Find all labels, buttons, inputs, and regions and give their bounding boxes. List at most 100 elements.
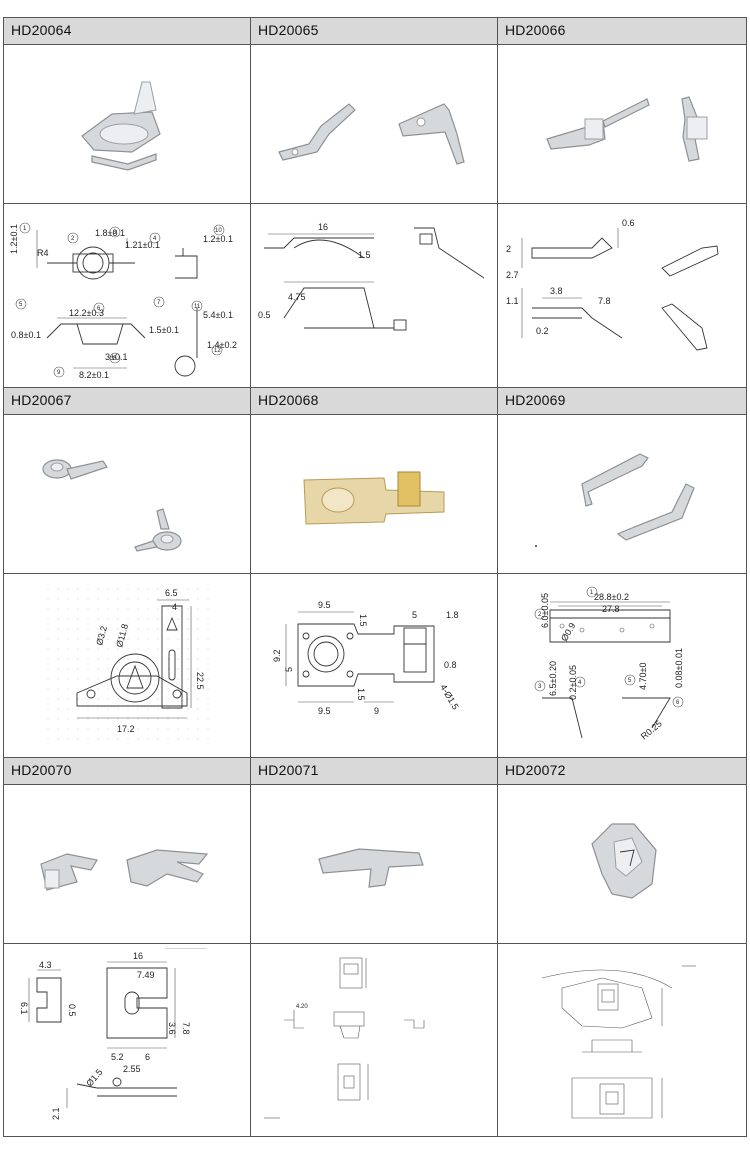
callout-number: 11 xyxy=(194,304,201,310)
technical-drawing: 4.20 xyxy=(264,957,425,1118)
contact-spring-photo xyxy=(278,103,465,165)
drawing-hd20069: 1 2 3 4 5 6 28.8±0.2 27.8 6.0±0.05 Ø0.9 … xyxy=(497,573,747,758)
gold-contact-plate-photo xyxy=(303,471,445,525)
product-code: HD20066 xyxy=(505,22,566,38)
dim-label: 4 xyxy=(172,602,177,612)
technical-drawing: 1.2±0.1 1.8±0.1 1.21±0.1 1.2±0.1 R4 12.2… xyxy=(9,222,237,380)
dim-label: 1.1 xyxy=(506,296,519,306)
callout-number: 5 xyxy=(19,302,23,308)
callout-number: 3 xyxy=(538,684,542,690)
dim-label: 4.3 xyxy=(39,960,52,970)
technical-drawing xyxy=(541,965,696,1118)
dim-label: Ø0.9 xyxy=(559,621,577,643)
dim-label: 6 xyxy=(145,1052,150,1062)
spring-clip-photo xyxy=(591,823,657,899)
dim-label: 5 xyxy=(284,667,294,672)
fork-contact-photo xyxy=(40,849,209,891)
dim-label: 9.2 xyxy=(272,649,282,662)
dim-label: 0.2±0.05 xyxy=(568,665,578,700)
product-photo-hd20071 xyxy=(250,784,498,944)
callout-number: 5 xyxy=(628,678,632,684)
dim-label: 1.2±0.1 xyxy=(9,224,19,254)
dim-label: 9 xyxy=(374,706,379,716)
product-code: HD20070 xyxy=(11,762,72,778)
callout-number: 2 xyxy=(538,612,542,618)
product-photo-hd20072 xyxy=(497,784,747,944)
callout-number: 7 xyxy=(157,300,161,306)
dim-label: 12.2±0.3 xyxy=(69,308,104,318)
technical-drawing: 1 2 3 4 5 6 28.8±0.2 27.8 6.0±0.05 Ø0.9 … xyxy=(534,586,684,742)
dim-label: 3±0.1 xyxy=(105,352,127,362)
dim-label: 3.6 xyxy=(167,1022,177,1035)
strip-contact-photo xyxy=(535,453,695,547)
product-photo-hd20070 xyxy=(3,784,251,944)
dim-label: 1.21±0.1 xyxy=(125,240,160,250)
callout-number: 4 xyxy=(578,680,582,686)
dim-label: 16 xyxy=(133,951,143,961)
dim-label: 3.8 xyxy=(550,286,563,296)
technical-drawing: 0.6 2 2.7 1.1 3.8 7.8 0.2 xyxy=(506,218,719,351)
dim-label: 6.5 xyxy=(165,588,178,598)
dim-label: 1.2±0.1 xyxy=(203,234,233,244)
clip-contact-photo xyxy=(318,848,424,888)
dim-label: 5.2 xyxy=(111,1052,124,1062)
dim-label: 4.75 xyxy=(288,292,306,302)
product-photo-hd20066 xyxy=(497,44,747,204)
technical-drawing: 6.5 4 Ø3.2 Ø11.8 22.5 17.2 xyxy=(47,588,217,748)
dim-label: 2.55 xyxy=(123,1064,141,1074)
dim-label: 16 xyxy=(318,222,328,232)
technical-drawing: 4.3 6.1 0.5 16 7.49 3.6 7.8 5.2 6 Ø1.5 2… xyxy=(19,947,207,1120)
dim-label: 2.7 xyxy=(506,270,519,280)
dim-label: 0.5 xyxy=(258,310,271,320)
dim-label: 1.5 xyxy=(356,688,366,701)
dim-label: 7.8 xyxy=(598,296,611,306)
product-code: HD20071 xyxy=(258,762,319,778)
product-code: HD20067 xyxy=(11,392,72,408)
dim-label: 5 xyxy=(412,610,417,620)
dim-label: 0.5 xyxy=(67,1004,77,1017)
technical-drawing: 16 0.5 1.5 4.75 xyxy=(258,222,485,331)
drawing-hd20064: 1.2±0.1 1.8±0.1 1.21±0.1 1.2±0.1 R4 12.2… xyxy=(3,203,251,388)
drawing-hd20065: 16 0.5 1.5 4.75 xyxy=(250,203,498,388)
dim-label: Ø1.5 xyxy=(84,1066,104,1087)
product-photo-hd20067 xyxy=(3,414,251,574)
product-header-hd20068: HD20068 xyxy=(250,387,498,415)
dim-label: 0.8 xyxy=(444,660,457,670)
dim-label: 2 xyxy=(506,244,511,254)
dim-label: 22.5 xyxy=(195,672,205,690)
callout-number: 6 xyxy=(676,700,680,706)
callout-number: 2 xyxy=(71,236,75,242)
dim-label: 1.4±0.2 xyxy=(207,340,237,350)
drawing-hd20071: 4.20 xyxy=(250,943,498,1137)
callout-number: 10 xyxy=(215,228,222,234)
dim-label: Ø3.2 xyxy=(94,625,109,646)
callout-number: 6 xyxy=(97,306,101,312)
product-photo-hd20068 xyxy=(250,414,498,574)
dim-label: 4.70±0 xyxy=(638,663,648,690)
product-header-hd20069: HD20069 xyxy=(497,387,747,415)
dim-label: 28.8±0.2 xyxy=(594,592,629,602)
dim-label: 9.5 xyxy=(318,706,331,716)
drawing-hd20072 xyxy=(497,943,747,1137)
button-contact-photo xyxy=(42,459,182,552)
dim-label: R0.25 xyxy=(639,718,664,741)
product-photo-hd20064 xyxy=(3,44,251,204)
product-header-hd20070: HD20070 xyxy=(3,757,251,785)
drawing-hd20067: 6.5 4 Ø3.2 Ø11.8 22.5 17.2 xyxy=(3,573,251,758)
contact-bracket-photo xyxy=(546,96,708,162)
dim-label: 6.5±0.20 xyxy=(548,661,558,696)
technical-drawing: 9.5 1.5 5 1.8 9.2 5 0.8 9.5 1.5 9 4-Ø1.5 xyxy=(272,600,461,716)
dim-label: 0.8±0.1 xyxy=(11,330,41,340)
callout-number: 12 xyxy=(214,348,221,354)
dim-label: 6.0±0.05 xyxy=(540,593,550,628)
product-photo-hd20069 xyxy=(497,414,747,574)
dim-label: 0.6 xyxy=(622,218,635,228)
dim-label: 1.5 xyxy=(358,614,368,627)
product-header-hd20065: HD20065 xyxy=(250,17,498,45)
dim-label: 0.08±0.01 xyxy=(674,648,684,688)
dim-label: 7.49 xyxy=(137,970,155,980)
drawing-hd20070: 4.3 6.1 0.5 16 7.49 3.6 7.8 5.2 6 Ø1.5 2… xyxy=(3,943,251,1137)
product-code: HD20065 xyxy=(258,22,319,38)
dim-label: 9.5 xyxy=(318,600,331,610)
callout-number: 3 xyxy=(113,230,117,236)
